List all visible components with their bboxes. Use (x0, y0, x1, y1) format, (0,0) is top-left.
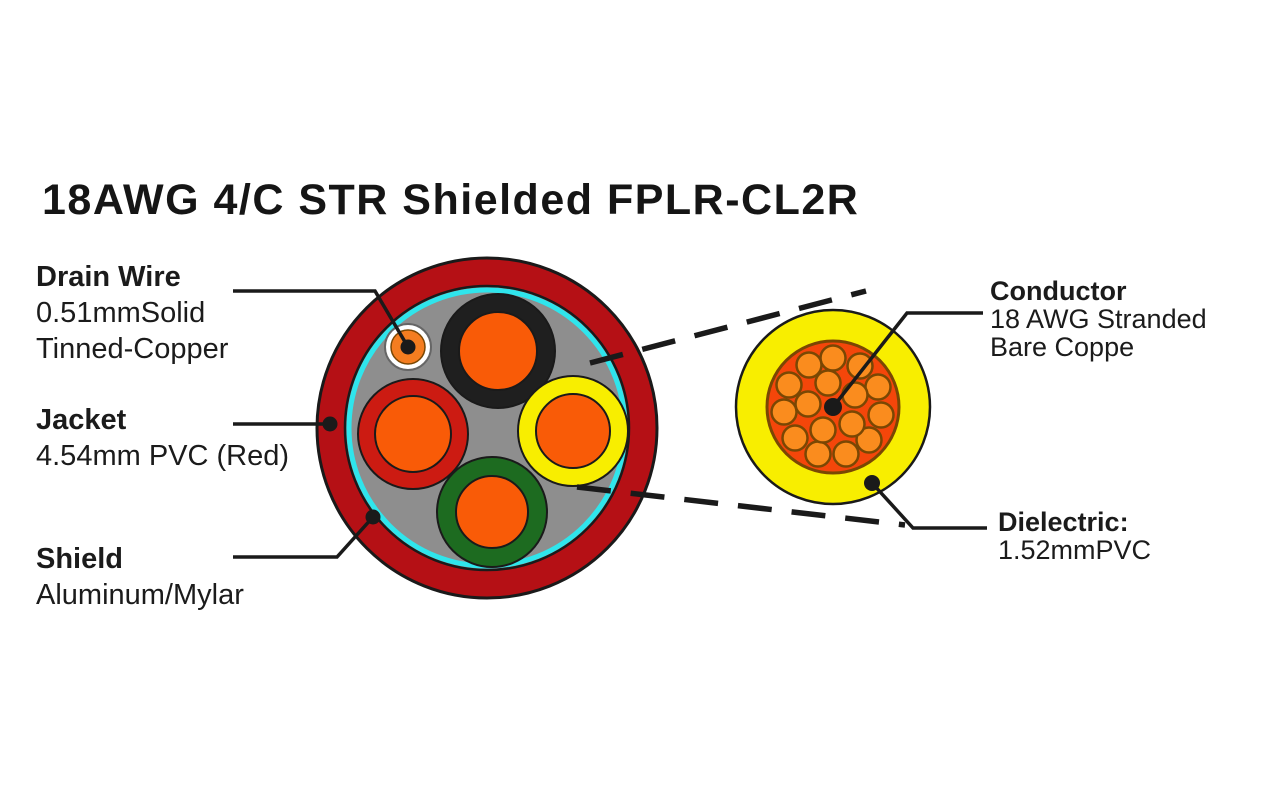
strand (775, 371, 803, 399)
core-black-conductor (458, 311, 538, 391)
jacket-heading: Jacket (36, 404, 127, 436)
main-cable-cross-section (315, 256, 659, 600)
shield-leader (233, 515, 375, 559)
core-green-conductor (455, 475, 529, 549)
conductor-heading: Conductor (990, 276, 1127, 306)
zoom-guide-lines (576, 288, 906, 528)
drain-wire-leader (233, 289, 410, 348)
drain-wire-anchor-dot (400, 339, 416, 355)
strand (867, 401, 895, 429)
label-drain-wire: Drain Wire 0.51mmSolid Tinned-Copper (36, 259, 228, 367)
strand (841, 381, 869, 409)
jacket-anchor-dot (322, 416, 338, 432)
dielectric-anchor-dot (864, 475, 880, 491)
dielectric-leader (870, 481, 987, 530)
jacket-spec-line1: 4.54mm PVC (Red) (36, 440, 290, 472)
strand (809, 416, 837, 444)
strand (804, 440, 832, 468)
zoom-guide-top (589, 288, 867, 366)
drain-wire-spec-line2: Tinned-Copper (36, 333, 229, 365)
shield-anchor-dot (365, 509, 381, 525)
conductor-spec-line1: 18 AWG Stranded (990, 304, 1207, 334)
shield-spec-line1: Aluminum/Mylar (36, 579, 244, 611)
shield-heading: Shield (36, 543, 124, 575)
callout-anchor-dots (322, 339, 880, 525)
strand (770, 398, 798, 426)
conductor-spec-line2: Bare Coppe (990, 332, 1135, 362)
conductor-leader (831, 311, 983, 409)
strand (832, 440, 860, 468)
core-yellow-conductor (535, 393, 611, 469)
label-shield: Shield Aluminum/Mylar (36, 541, 244, 613)
strand (819, 344, 847, 372)
strand (855, 426, 883, 454)
page-title: 18AWG 4/C STR Shielded FPLR-CL2R (42, 176, 860, 224)
strand (795, 351, 823, 379)
conductor-anchor-dot (824, 398, 842, 416)
zoom-guide-bottom (576, 484, 906, 528)
label-dielectric: Dielectric: 1.52mmPVC (998, 508, 1151, 564)
conductor-cores (374, 311, 611, 549)
callout-lines (233, 289, 987, 559)
drain-wire-heading: Drain Wire (36, 261, 181, 293)
strand (794, 390, 822, 418)
strand (781, 424, 809, 452)
strand (864, 373, 892, 401)
strand (846, 352, 874, 380)
drain-wire-spec-line1: 0.51mmSolid (36, 297, 206, 329)
label-conductor: Conductor 18 AWG Stranded Bare Coppe (990, 277, 1207, 361)
strand (814, 369, 842, 397)
dielectric-spec-line1: 1.52mmPVC (998, 535, 1152, 565)
strand (838, 410, 866, 438)
dielectric-heading: Dielectric: (998, 507, 1129, 537)
copper-strands (770, 344, 895, 468)
core-red-conductor (374, 395, 452, 473)
label-jacket: Jacket 4.54mm PVC (Red) (36, 402, 289, 474)
